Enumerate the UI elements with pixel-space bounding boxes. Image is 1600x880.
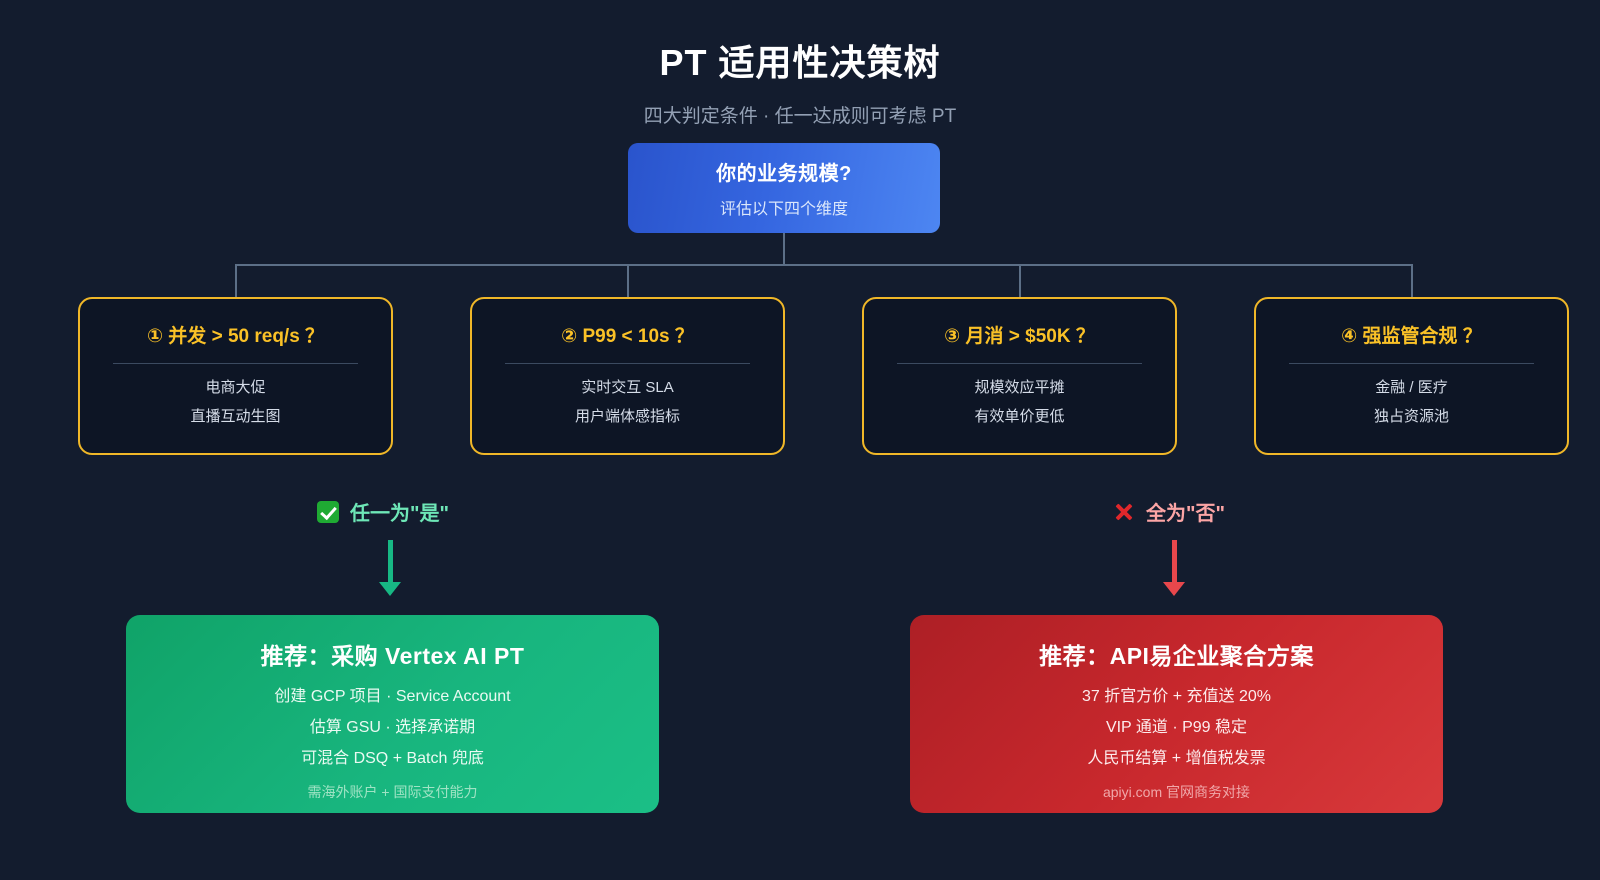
result-card-vertex-pt-title: 推荐：采购 Vertex AI PT: [260, 643, 525, 669]
result-card-apiyi-items: 37 折官方价 + 充值送 20% VIP 通道 · P99 稳定 人民币结算 …: [1082, 689, 1271, 802]
criteria-card-4[interactable]: ④ 强监管合规 ？ 金融 / 医疗 独占资源池: [1254, 297, 1569, 455]
criteria-item: 规模效应平摊: [974, 379, 1065, 396]
criteria-card-2-divider: [505, 363, 750, 364]
criteria-item: 用户端体感指标: [574, 408, 680, 425]
page-subtitle: 四大判定条件 · 任一达成则可考虑 PT: [643, 106, 957, 127]
criteria-card-3-items: 规模效应平摊 有效单价更低: [974, 380, 1064, 424]
criteria-card-2-title: ② P99 < 10s ？: [561, 326, 694, 347]
result-item: 37 折官方价 + 充值送 20%: [1082, 688, 1271, 705]
root-node-title: 你的业务规模?: [716, 163, 852, 185]
criteria-card-2-items: 实时交互 SLA 用户端体感指标: [575, 380, 680, 424]
connector-horizontal-bus: [235, 264, 1412, 266]
criteria-item: 独占资源池: [1373, 408, 1449, 425]
branch-yes: 任一为"是": [317, 497, 449, 526]
arrow-yes-line: [388, 540, 393, 584]
branch-no-label: 全为"否": [1146, 503, 1225, 525]
criteria-card-4-title: ④ 强监管合规 ？: [1341, 326, 1482, 347]
result-item: 人民币结算 + 增值税发票: [1087, 750, 1266, 767]
criteria-card-1-items: 电商大促 直播互动生图: [190, 380, 280, 424]
criteria-item: 有效单价更低: [974, 408, 1065, 425]
criteria-card-2[interactable]: ② P99 < 10s ？ 实时交互 SLA 用户端体感指标: [470, 297, 785, 455]
header: PT 适用性决策树 四大判定条件 · 任一达成则可考虑 PT: [0, 0, 1600, 128]
arrow-no-head: [1163, 582, 1185, 596]
criteria-item: 电商大促: [205, 379, 266, 396]
result-card-apiyi-note: apiyi.com 官网商务对接: [1102, 784, 1250, 800]
result-item: 可混合 DSQ + Batch 兜底: [301, 750, 484, 767]
criteria-card-3-title: ③ 月消 > $50K ？: [944, 326, 1095, 347]
criteria-card-3-divider: [897, 363, 1142, 364]
check-mark-box-icon: [317, 500, 339, 523]
criteria-item: 金融 / 医疗: [1375, 379, 1448, 396]
criteria-card-3[interactable]: ③ 月消 > $50K ？ 规模效应平摊 有效单价更低: [862, 297, 1177, 455]
cross-mark-icon: [1113, 501, 1135, 523]
result-card-apiyi-title: 推荐：API易企业聚合方案: [1039, 643, 1314, 669]
criteria-card-1-divider: [113, 363, 358, 364]
branch-yes-label: 任一为"是": [350, 503, 449, 525]
connector-drop-3: [1019, 264, 1021, 297]
arrow-yes-head: [379, 582, 401, 596]
criteria-item: 直播互动生图: [190, 408, 281, 425]
arrow-no-line: [1172, 540, 1177, 584]
connector-stem: [783, 233, 785, 265]
result-card-vertex-pt[interactable]: 推荐：采购 Vertex AI PT 创建 GCP 项目 · Service A…: [126, 615, 659, 813]
result-item: VIP 通道 · P99 稳定: [1105, 719, 1248, 736]
branch-no-label-group: 全为"否": [1113, 497, 1225, 526]
criteria-card-4-items: 金融 / 医疗 独占资源池: [1374, 380, 1449, 424]
criteria-card-1[interactable]: ① 并发 > 50 req/s ？ 电商大促 直播互动生图: [78, 297, 393, 455]
result-item: 估算 GSU · 选择承诺期: [309, 719, 476, 736]
result-card-apiyi[interactable]: 推荐：API易企业聚合方案 37 折官方价 + 充值送 20% VIP 通道 ·…: [910, 615, 1443, 813]
branch-yes-label-group: 任一为"是": [317, 497, 449, 526]
connector-drop-4: [1411, 264, 1413, 297]
criteria-card-1-title: ① 并发 > 50 req/s ？: [146, 326, 325, 347]
result-card-vertex-pt-note: 需海外账户 + 国际支付能力: [307, 784, 478, 800]
root-node-subtitle: 评估以下四个维度: [719, 201, 848, 218]
connector-drop-2: [627, 264, 629, 297]
root-decision-node[interactable]: 你的业务规模? 评估以下四个维度: [628, 143, 940, 233]
page-title: PT 适用性决策树: [659, 42, 941, 83]
result-item: 创建 GCP 项目 · Service Account: [274, 688, 511, 705]
connector-drop-1: [235, 264, 237, 297]
result-card-vertex-pt-items: 创建 GCP 项目 · Service Account 估算 GSU · 选择承…: [274, 689, 510, 802]
branch-no: 全为"否": [1113, 497, 1225, 526]
criteria-card-4-divider: [1289, 363, 1534, 364]
criteria-item: 实时交互 SLA: [581, 379, 674, 396]
